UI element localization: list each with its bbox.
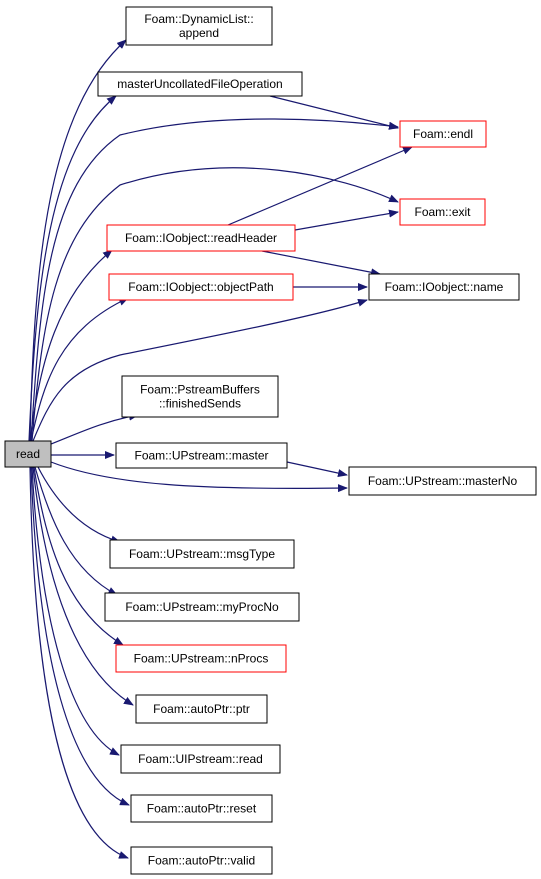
node-exit[interactable]: Foam::exit <box>399 198 486 226</box>
node-label: Foam::autoPtr::reset <box>147 802 257 816</box>
node-upstream-master[interactable]: Foam::UPstream::master <box>115 442 288 469</box>
node-box <box>368 273 520 301</box>
node-autoptr-reset[interactable]: Foam::autoPtr::reset <box>130 794 273 823</box>
node-box <box>108 273 294 301</box>
edge-root-to-my-proc-no <box>34 466 118 596</box>
root-node-read[interactable]: read <box>4 440 52 468</box>
node-uipstream-read[interactable]: Foam::UIPstream::read <box>120 744 281 774</box>
call-nodes: read Foam::DynamicList::appendmasterUncol… <box>4 6 537 875</box>
node-box <box>399 198 486 226</box>
edge-root-to-uipstream-read <box>31 466 120 756</box>
edge-root-to-master-uncollated <box>28 95 117 442</box>
node-box <box>115 442 288 469</box>
node-box <box>4 440 52 468</box>
node-box <box>130 794 273 823</box>
node-master-uncollated[interactable]: masterUncollatedFileOperation <box>97 71 303 97</box>
edge-root-to-exit <box>31 167 399 442</box>
node-n-procs[interactable]: Foam::UPstream::nProcs <box>115 644 287 673</box>
node-label: Foam::UPstream::masterNo <box>368 474 518 488</box>
node-box <box>135 694 268 724</box>
node-box <box>125 6 273 46</box>
node-box <box>348 466 537 496</box>
edge-root-to-msg-type <box>37 466 121 544</box>
node-box <box>130 846 273 875</box>
edge-read-header-to-exit <box>294 209 399 231</box>
node-box <box>115 644 287 673</box>
node-label: Foam::UPstream::nProcs <box>134 652 269 666</box>
node-dynlist-append[interactable]: Foam::DynamicList::append <box>125 6 273 46</box>
node-label: append <box>179 26 219 40</box>
node-box <box>120 744 281 774</box>
call-edges <box>28 39 413 859</box>
node-label: Foam::PstreamBuffers <box>140 383 260 397</box>
node-ioobject-name[interactable]: Foam::IOobject::name <box>368 273 520 301</box>
node-autoptr-ptr[interactable]: Foam::autoPtr::ptr <box>135 694 268 724</box>
node-my-proc-no[interactable]: Foam::UPstream::myProcNo <box>104 592 300 622</box>
node-label: Foam::IOobject::objectPath <box>128 280 273 294</box>
node-label: Foam::autoPtr::ptr <box>153 702 250 716</box>
node-label: Foam::UPstream::myProcNo <box>125 600 279 614</box>
node-master-no[interactable]: Foam::UPstream::masterNo <box>348 466 537 496</box>
node-object-path[interactable]: Foam::IOobject::objectPath <box>108 273 294 301</box>
node-label: Foam::exit <box>414 205 471 219</box>
node-box <box>399 120 487 148</box>
node-box <box>121 375 279 418</box>
node-label: Foam::UPstream::msgType <box>129 547 275 561</box>
edge-upstream-master-to-master-no <box>286 461 348 478</box>
edge-root-to-autoptr-reset <box>30 466 130 806</box>
node-read-header[interactable]: Foam::IOobject::readHeader <box>106 224 296 252</box>
node-label: read <box>16 447 40 461</box>
edge-root-to-finished-sends <box>45 412 139 447</box>
node-box <box>97 71 303 97</box>
node-label: Foam::autoPtr::valid <box>148 854 255 868</box>
edge-master-uncollated-to-endl <box>269 95 399 130</box>
node-finished-sends[interactable]: Foam::PstreamBuffers::finishedSends <box>121 375 279 418</box>
edge-root-to-ioobject-name <box>32 298 368 442</box>
edge-root-to-autoptr-valid <box>29 466 129 859</box>
edge-root-to-read-header <box>29 249 113 442</box>
node-label: masterUncollatedFileOperation <box>117 77 282 91</box>
edge-root-to-n-procs <box>33 466 124 646</box>
node-box <box>104 592 300 622</box>
node-label: Foam::IOobject::readHeader <box>125 231 277 245</box>
edge-root-to-endl <box>30 118 399 442</box>
edge-read-header-to-endl <box>227 146 413 226</box>
node-label: Foam::UPstream::master <box>134 449 268 463</box>
node-msg-type[interactable]: Foam::UPstream::msgType <box>109 539 295 569</box>
node-autoptr-valid[interactable]: Foam::autoPtr::valid <box>130 846 273 875</box>
edge-root-to-master-no <box>50 461 348 493</box>
node-label: Foam::endl <box>413 127 473 141</box>
edge-root-to-autoptr-ptr <box>32 466 134 706</box>
node-label: Foam::UIPstream::read <box>138 752 263 766</box>
node-box <box>106 224 296 252</box>
node-label: ::finishedSends <box>159 397 241 411</box>
edge-root-to-object-path <box>30 297 129 442</box>
node-label: Foam::DynamicList:: <box>144 12 253 26</box>
node-label: Foam::IOobject::name <box>385 280 504 294</box>
node-box <box>109 539 295 569</box>
edge-read-header-to-ioobject-name <box>261 250 381 277</box>
node-endl[interactable]: Foam::endl <box>399 120 487 148</box>
